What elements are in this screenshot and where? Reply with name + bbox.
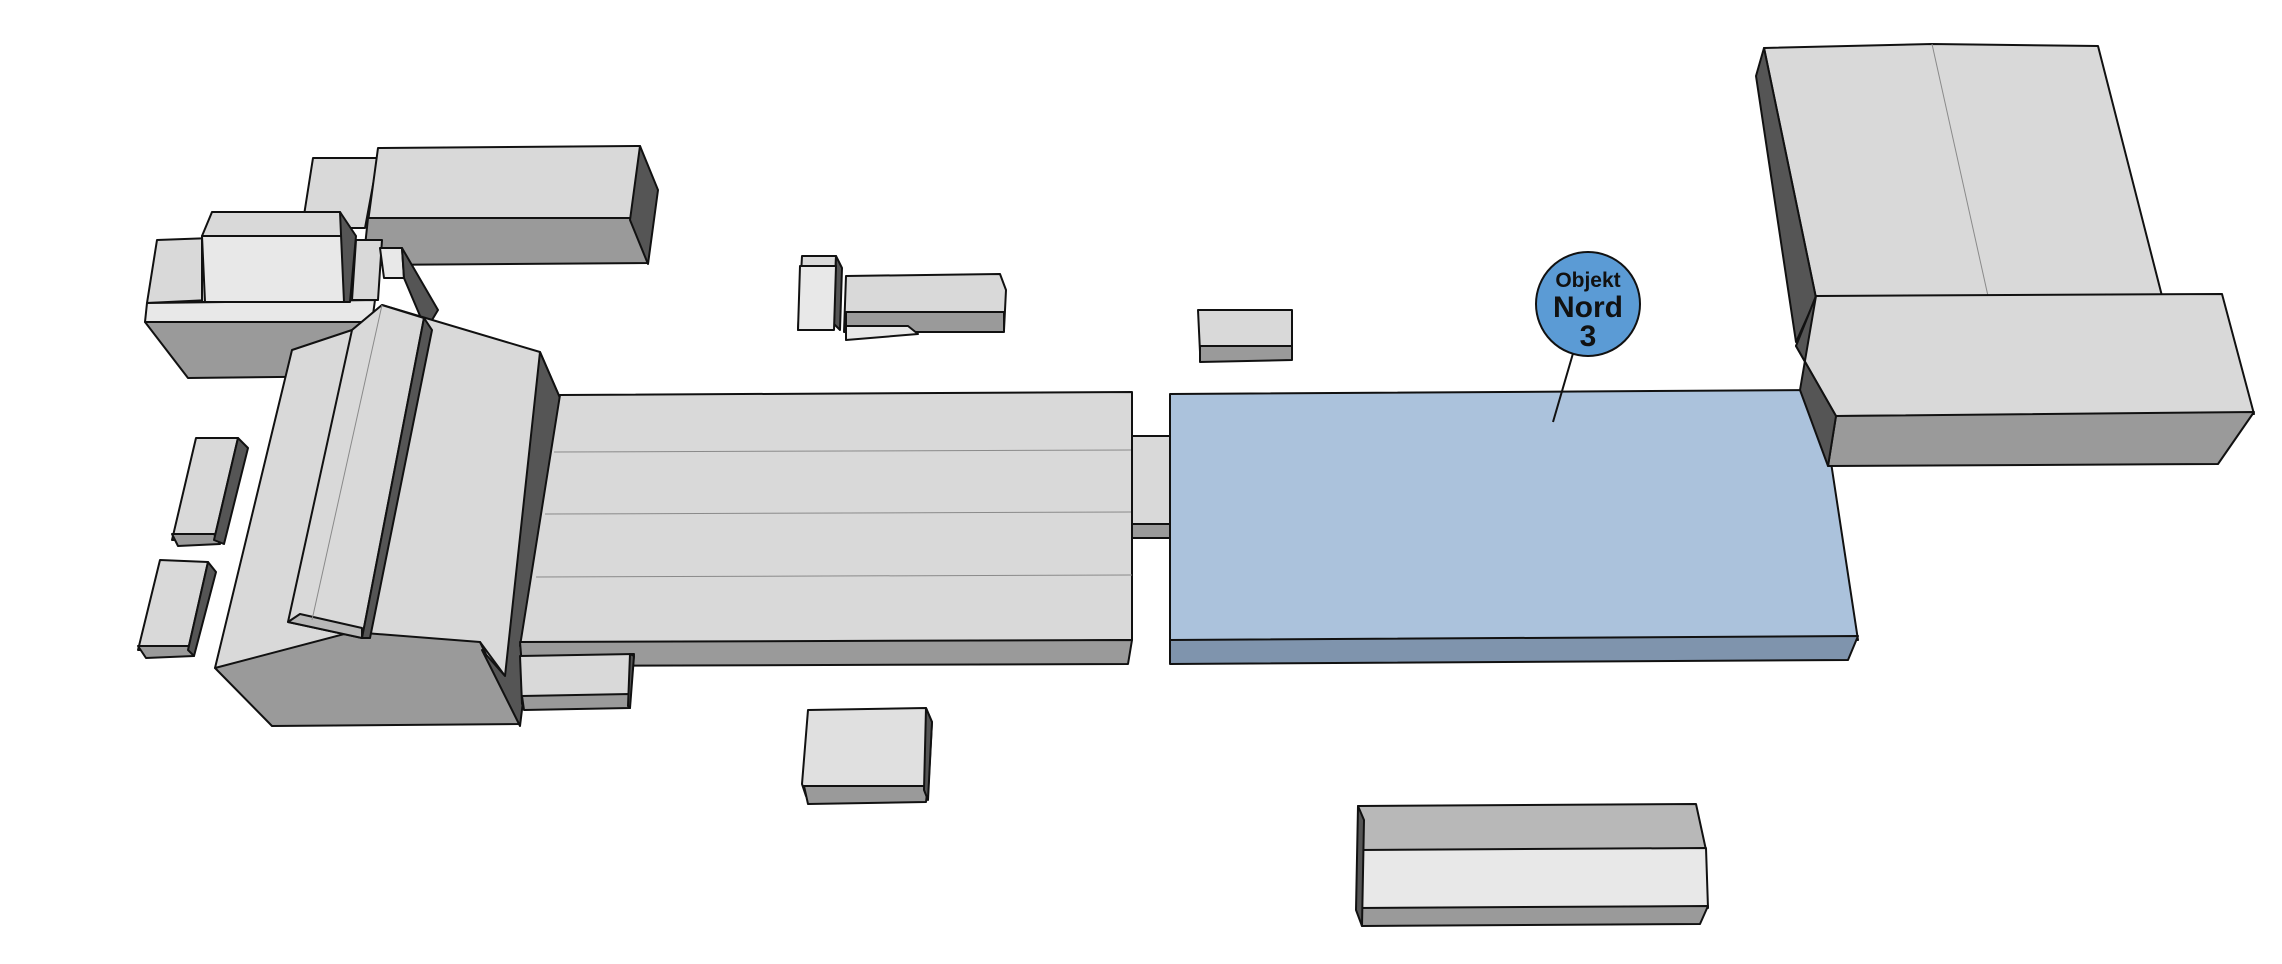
objekt-nord-3-label: Objekt Nord 3: [1535, 251, 1641, 423]
label-line-objekt: Objekt: [1555, 269, 1620, 292]
building-south-small: [801, 707, 933, 805]
label-line-number: 3: [1580, 320, 1597, 353]
building-main-hall: [214, 304, 561, 727]
building-central-pair: [797, 255, 1007, 341]
building-small-west-1: [171, 437, 249, 547]
label-line-nord: Nord: [1553, 291, 1623, 324]
building-objekt-nord-3: [1169, 389, 1859, 665]
building-long-hall: [519, 391, 1133, 711]
building-south-east: [1355, 803, 1709, 927]
building-north-east: [1755, 43, 2255, 467]
label-circle: [1535, 251, 1641, 357]
label-leader-line: [1552, 349, 1575, 423]
building-northwest-annex: [301, 145, 659, 266]
building-central-small: [1197, 309, 1293, 363]
building-small-west-2: [137, 559, 217, 659]
building-connector: [1131, 435, 1171, 539]
